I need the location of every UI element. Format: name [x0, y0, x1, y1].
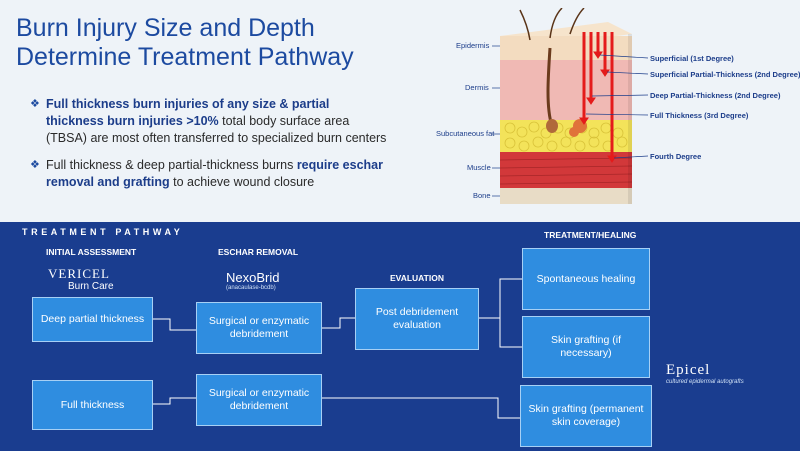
slide-title: Burn Injury Size and Depth Determine Tre…	[16, 14, 354, 71]
bullet-1-text: total body surface area (TBSA) are most …	[46, 114, 387, 145]
box-deep-partial-thickness: Deep partial thickness	[32, 297, 153, 342]
vericel-burn-care-logo: VERICEL Burn Care	[48, 266, 114, 292]
label-superficial-partial: Superficial Partial-Thickness (2nd Degre…	[650, 70, 800, 79]
header-eschar-removal: ESCHAR REMOVAL	[218, 247, 299, 257]
top-section	[0, 0, 800, 222]
connector-eval-to-grafting	[479, 317, 522, 348]
connector-full-to-surgical	[153, 397, 196, 405]
hair-bulb	[546, 119, 558, 133]
bullet-2-text-b: to achieve wound closure	[169, 175, 315, 189]
vericel-logo-subtext: Burn Care	[68, 281, 114, 292]
bullet-2-bold: require eschar removal and grafting	[46, 158, 383, 189]
pathway-section-title: TREATMENT PATHWAY	[22, 227, 184, 237]
diamond-bullet-icon: ❖	[30, 159, 40, 171]
hair-strand	[519, 9, 531, 41]
label-fourth-degree: Fourth Degree	[650, 152, 702, 161]
bullet-list: ❖ Full thickness burn injuries of any si…	[30, 96, 390, 201]
nexobrid-logo-subtext: (anacaulase-bcdb)	[226, 285, 276, 291]
nexobrid-logo: NexoBrid (anacaulase-bcdb)	[226, 270, 279, 291]
epicel-logo: Epicel cultured epidermal autografts	[666, 362, 744, 385]
label-superficial: Superficial (1st Degree)	[650, 54, 734, 63]
epicel-logo-subtext: cultured epidermal autografts	[666, 379, 744, 385]
vericel-logo-text: VERICEL	[48, 266, 110, 281]
sweat-gland	[569, 127, 579, 137]
depth-label-leaders	[585, 54, 649, 159]
hair-strand	[569, 8, 585, 35]
label-deep-partial: Deep Partial-Thickness (2nd Degree)	[650, 91, 781, 100]
nexobrid-logo-text: NexoBrid	[226, 270, 280, 285]
label-muscle: Muscle	[467, 163, 491, 172]
burn-depth-arrows	[579, 32, 617, 163]
muscle-fibers	[499, 157, 633, 185]
bullet-item-1: ❖ Full thickness burn injuries of any si…	[30, 96, 390, 147]
connector-eval-to-spontaneous	[479, 278, 522, 319]
block-side-shade	[628, 34, 632, 204]
connector-surgical-to-eval	[322, 317, 355, 329]
box-surgical-enzymatic-1: Surgical or enzymatic debridement	[196, 302, 322, 354]
bullet-2-text-a: Full thickness & deep partial-thickness …	[46, 158, 297, 172]
bullet-item-2: ❖ Full thickness & deep partial-thicknes…	[30, 157, 390, 191]
label-subcutaneous-fat: Subcutaneous fat	[436, 129, 495, 138]
hair-strand	[549, 8, 563, 39]
epidermis-layer	[500, 36, 632, 60]
header-evaluation: EVALUATION	[390, 273, 444, 283]
header-initial-assessment: INITIAL ASSESSMENT	[46, 247, 137, 257]
box-surgical-enzymatic-2: Surgical or enzymatic debridement	[196, 374, 322, 426]
box-skin-grafting-permanent: Skin grafting (permanent skin coverage)	[520, 385, 652, 447]
bone-layer	[500, 188, 632, 204]
dermis-layer	[500, 60, 632, 120]
box-skin-grafting: Skin grafting (if necessary)	[522, 316, 650, 378]
diamond-bullet-icon: ❖	[30, 98, 40, 110]
skin-cross-section-diagram	[492, 8, 633, 204]
box-post-debridement-evaluation: Post debridement evaluation	[355, 288, 479, 350]
label-full-thickness: Full Thickness (3rd Degree)	[650, 111, 749, 120]
label-bone: Bone	[473, 191, 491, 200]
label-dermis: Dermis	[465, 83, 489, 92]
header-treatment-healing: TREATMENT/HEALING	[544, 230, 637, 240]
connector-surgical-to-perm	[322, 397, 520, 419]
bullet-1-bold: Full thickness burn injuries of any size…	[46, 97, 330, 128]
connector-deep-to-surgical	[153, 318, 196, 331]
epicel-logo-text: Epicel	[666, 362, 711, 378]
layer-tick-lines	[492, 45, 500, 197]
label-epidermis: Epidermis	[456, 41, 490, 50]
box-full-thickness: Full thickness	[32, 380, 153, 430]
box-spontaneous-healing: Spontaneous healing	[522, 248, 650, 310]
